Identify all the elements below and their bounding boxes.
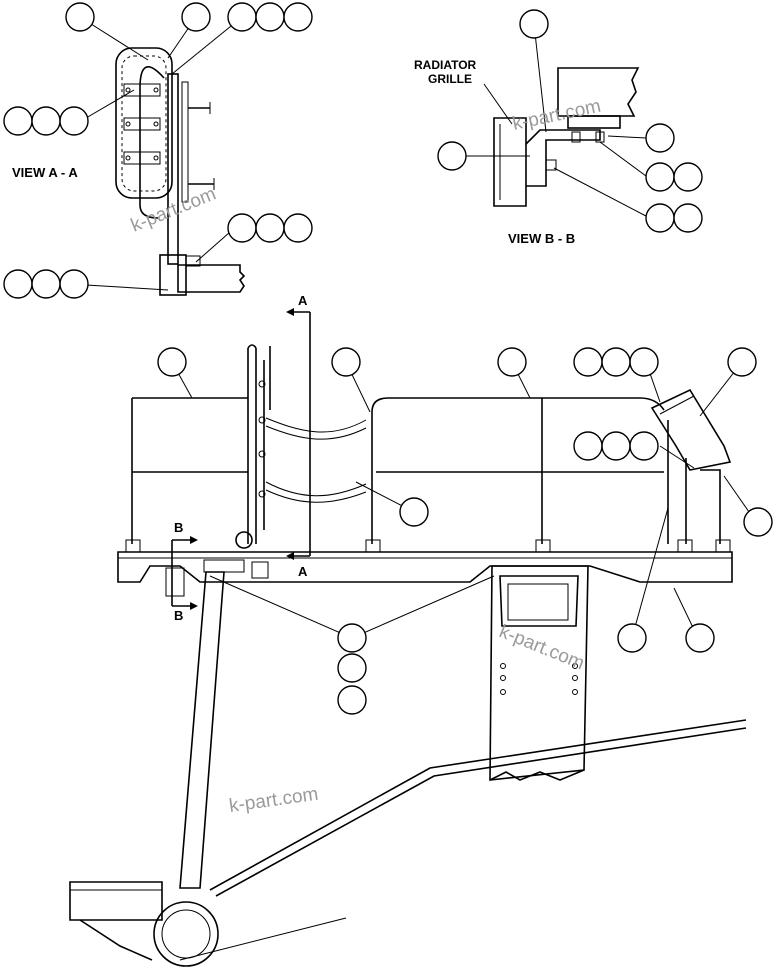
section-a-top: A (298, 293, 308, 308)
callout-balloon[interactable] (437, 141, 467, 171)
callout-balloon[interactable] (645, 162, 675, 192)
radiator-grille-label-2: GRILLE (428, 72, 472, 86)
callout-balloon[interactable] (283, 2, 313, 32)
callout-balloon[interactable] (337, 653, 367, 683)
view-b-detail: RADIATOR GRILLE VIEW B - B (414, 9, 703, 246)
radiator-grille-label-1: RADIATOR (414, 58, 477, 72)
watermark: k-part.com (496, 621, 587, 674)
callout-balloon[interactable] (573, 347, 603, 377)
callout-balloon[interactable] (685, 623, 715, 653)
callout-balloon[interactable] (337, 685, 367, 715)
callout-balloon[interactable] (59, 106, 89, 136)
callout-balloon[interactable] (617, 623, 647, 653)
callout-balloon[interactable] (645, 123, 675, 153)
callout-balloon[interactable] (727, 347, 757, 377)
callout-balloon[interactable] (157, 347, 187, 377)
watermark: k-part.com (511, 96, 603, 135)
callout-balloon[interactable] (629, 431, 659, 461)
view-a-label: VIEW A - A (12, 165, 78, 180)
callout-balloon[interactable] (673, 162, 703, 192)
watermark: k-part.com (228, 784, 320, 817)
section-b-top: B (174, 520, 183, 535)
callout-balloon[interactable] (573, 431, 603, 461)
callout-balloon[interactable] (743, 507, 773, 537)
callout-balloon[interactable] (283, 213, 313, 243)
callout-balloon[interactable] (31, 106, 61, 136)
callout-balloon[interactable] (519, 9, 549, 39)
view-a-detail: VIEW A - A (3, 2, 313, 299)
callout-balloon[interactable] (181, 2, 211, 32)
callout-balloon[interactable] (65, 2, 95, 32)
callout-balloon[interactable] (645, 203, 675, 233)
callout-balloon[interactable] (629, 347, 659, 377)
main-assembly: A A B B (69, 293, 773, 967)
callout-balloon[interactable] (227, 213, 257, 243)
callout-balloon[interactable] (601, 431, 631, 461)
callout-balloon[interactable] (255, 213, 285, 243)
callout-balloon[interactable] (337, 623, 367, 653)
callout-balloon[interactable] (31, 269, 61, 299)
callout-balloon[interactable] (3, 106, 33, 136)
callout-balloon[interactable] (255, 2, 285, 32)
callout-balloon[interactable] (601, 347, 631, 377)
section-a-bottom: A (298, 564, 308, 579)
view-b-label: VIEW B - B (508, 231, 575, 246)
callout-balloon[interactable] (59, 269, 89, 299)
callout-balloon[interactable] (3, 269, 33, 299)
callout-balloon[interactable] (673, 203, 703, 233)
callout-balloon[interactable] (331, 347, 361, 377)
callout-balloon[interactable] (497, 347, 527, 377)
callout-balloon[interactable] (399, 497, 429, 527)
section-b-bottom: B (174, 608, 183, 623)
callout-balloon[interactable] (227, 2, 257, 32)
